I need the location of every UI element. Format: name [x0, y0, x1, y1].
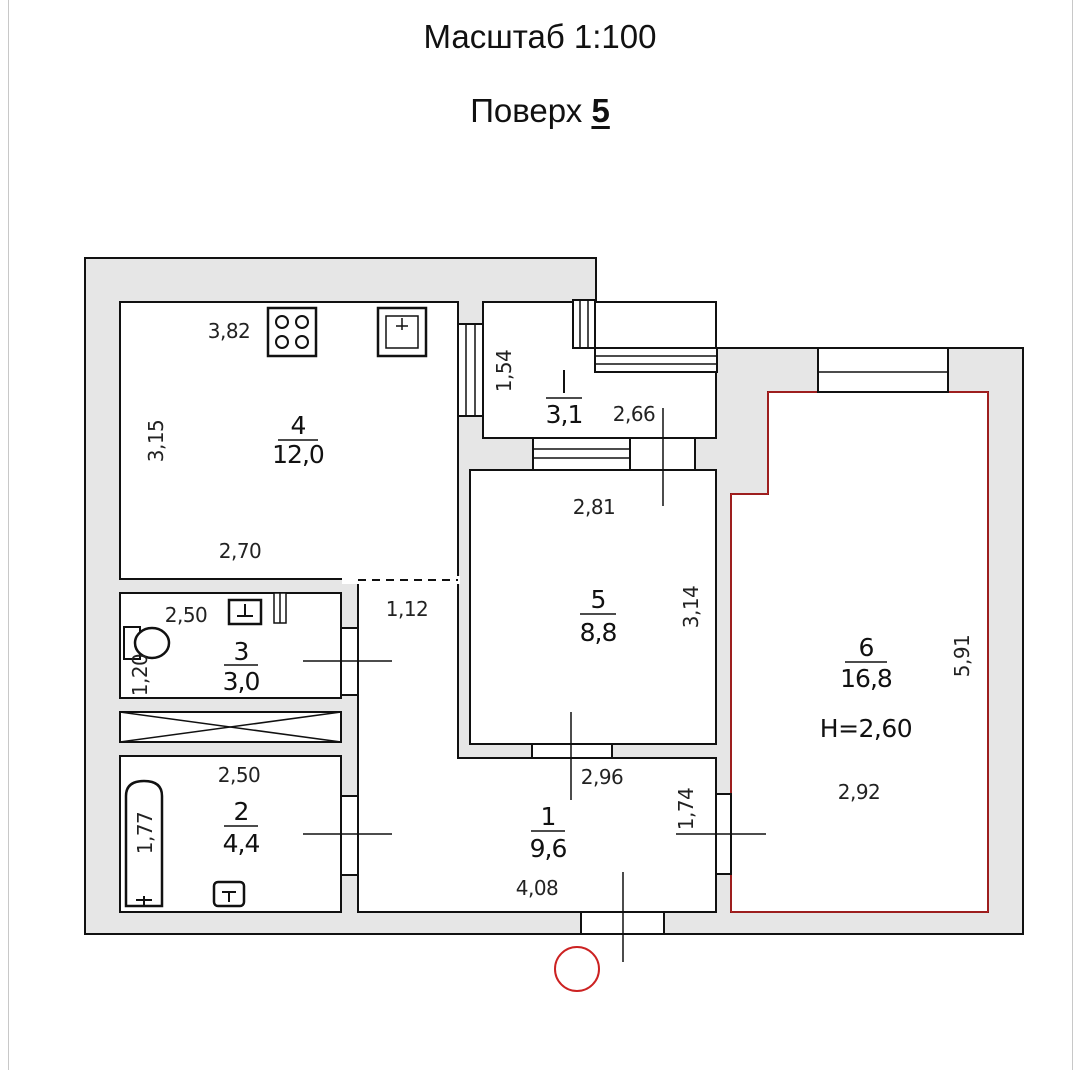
- door-room-6[interactable]: [676, 793, 766, 875]
- room-area: 9,6: [530, 834, 567, 863]
- left-edge-line: [8, 0, 9, 1070]
- bathroom-sink-icon: [212, 880, 246, 908]
- room-label-1: 1 9,6: [530, 802, 568, 863]
- floor-label-text: Поверх: [470, 92, 583, 129]
- floor-label: Поверх 5: [0, 92, 1080, 130]
- stove-icon: [266, 306, 318, 358]
- door-room-5[interactable]: [531, 712, 613, 800]
- dim-r7-height: 1,54: [492, 350, 516, 393]
- room-area: 16,8: [840, 664, 892, 693]
- window-kitchen: [457, 323, 484, 417]
- dim-corridor-gap: 1,12: [386, 597, 429, 621]
- entrance-door[interactable]: [580, 872, 665, 962]
- room-number: 6: [859, 633, 874, 662]
- bathtub-icon: [124, 779, 164, 908]
- room-number: 1: [541, 802, 556, 831]
- dim-r5-width: 2,81: [573, 495, 616, 519]
- dim-r5-height: 3,14: [679, 586, 703, 629]
- room-height: H=2,60: [820, 714, 912, 743]
- door-storage[interactable]: [532, 408, 696, 506]
- room-6-accent-outline: [730, 391, 989, 913]
- scale-label: Масштаб 1:100: [423, 18, 657, 55]
- room-label-3: 3 3,0: [223, 637, 261, 696]
- door-bathroom[interactable]: [303, 795, 392, 876]
- room-label-2: 2 4,4: [223, 797, 261, 858]
- dim-r1-height: 1,74: [674, 788, 698, 831]
- dim-r1-bottom: 4,08: [516, 876, 559, 900]
- dim-r1-top: 2,96: [581, 765, 624, 789]
- room-label-6: 6 16,8 H=2,60: [820, 633, 913, 743]
- dim-r6-height: 5,91: [950, 635, 974, 678]
- room-area: 8,8: [580, 618, 617, 647]
- washbasin-icon: [227, 592, 287, 626]
- toilet-icon: [123, 626, 171, 660]
- room-area: 12,0: [272, 440, 324, 469]
- room-label-4: 4 12,0: [272, 411, 325, 469]
- room-area: 3,1: [546, 400, 583, 429]
- right-edge-line: [1072, 0, 1073, 1070]
- entrance-marker-icon: [554, 946, 600, 992]
- room-number: 2: [234, 797, 249, 826]
- dim-r7-width: 2,66: [613, 402, 656, 426]
- room-area: 3,0: [223, 667, 260, 696]
- dim-r3-height: 1,20: [128, 654, 152, 697]
- room-label-7: 3,1: [546, 370, 583, 429]
- dim-r4-bottom: 2,70: [219, 539, 262, 563]
- dim-r4-width: 3,82: [208, 319, 251, 343]
- floor-number: 5: [591, 92, 610, 129]
- sink-icon: [376, 306, 428, 358]
- room-area: 4,4: [223, 829, 260, 858]
- dim-r2-height: 1,77: [133, 812, 157, 855]
- dim-r3-width: 2,50: [165, 603, 208, 627]
- window-room-6: [817, 347, 949, 393]
- room-number: 5: [591, 585, 606, 614]
- ventilation-cross: [119, 711, 342, 743]
- room-number: 3: [234, 637, 249, 666]
- dim-r4-height: 3,15: [144, 420, 168, 463]
- window-storage: [572, 299, 718, 373]
- dim-r2-width: 2,50: [218, 763, 261, 787]
- dim-r6-width: 2,92: [838, 780, 881, 804]
- room-number: 4: [291, 411, 306, 440]
- door-toilet[interactable]: [303, 627, 392, 696]
- room-label-5: 5 8,8: [580, 585, 618, 647]
- room-5-room[interactable]: [469, 469, 717, 745]
